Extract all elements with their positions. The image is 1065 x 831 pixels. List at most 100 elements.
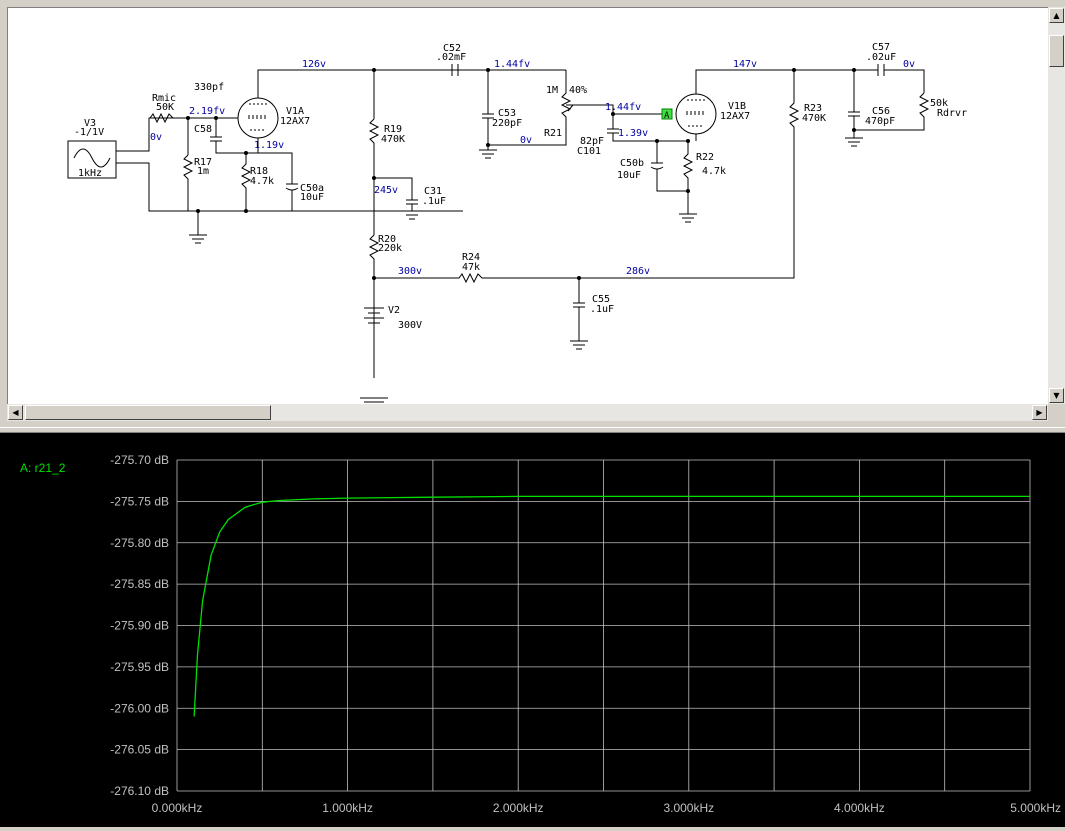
voltage-output: 0v	[903, 59, 915, 70]
voltage-grid-v1b: 1.44fv	[605, 102, 641, 113]
trace-r21-2-line	[193, 495, 1030, 717]
schematic-pane: A V3 -1/1V 1kHz Rmic 50K 330pf C58 R17 1…	[7, 7, 1065, 421]
r22-name: R22	[696, 152, 714, 163]
c52-value: .02mF	[436, 52, 466, 63]
c55-name: C55	[592, 294, 610, 305]
y-tick-label: -276.05 dB	[110, 743, 169, 757]
c57-name: C57	[872, 42, 890, 53]
voltage-cathode-v1a: 1.19v	[254, 140, 284, 151]
r23-value: 470K	[802, 113, 826, 124]
voltage-grid-v1a: 2.19fv	[189, 106, 225, 117]
x-tick-label: 1.000kHz	[322, 801, 373, 815]
c53-value: 220pF	[492, 118, 522, 129]
schematic-vertical-scrollbar[interactable]: ▲ ▼	[1048, 7, 1065, 404]
voltage-v3-out: 0v	[150, 132, 162, 143]
v3-value: -1/1V	[74, 127, 104, 138]
v3-name: V3	[84, 118, 96, 129]
c50a-value: 10uF	[300, 192, 324, 203]
c52-name: C52	[443, 43, 461, 54]
rdrvr-name: Rdrvr	[937, 108, 967, 119]
c31-name: C31	[424, 186, 442, 197]
x-tick-label: 3.000kHz	[663, 801, 714, 815]
c58-name: C58	[194, 124, 212, 135]
schematic-drawing: A V3 -1/1V 1kHz Rmic 50K 330pf C58 R17 1…	[67, 42, 967, 403]
v1b-type: 12AX7	[720, 111, 750, 122]
r20-name: R20	[378, 234, 396, 245]
r21-name: R21	[544, 128, 562, 139]
plot-grid	[176, 459, 1031, 792]
v1a-name: V1A	[286, 106, 304, 117]
r19-name: R19	[384, 124, 402, 135]
y-axis-ticks: -275.70 dB -275.75 dB -275.80 dB -275.85 dB…	[110, 453, 169, 798]
y-tick-label: -275.80 dB	[110, 536, 169, 550]
c50a-name: C50a	[300, 183, 324, 194]
y-tick-label: -276.10 dB	[110, 784, 169, 798]
r20-value: 220k	[378, 243, 402, 254]
voltage-r19-r20: 245v	[374, 185, 398, 196]
schematic-horizontal-scrollbar[interactable]: ◀ ▶	[7, 404, 1048, 421]
c56-name: C56	[872, 106, 890, 117]
rmic-name: Rmic	[152, 93, 176, 104]
c57-value: .02uF	[866, 52, 896, 63]
v3-source-symbol[interactable]	[67, 140, 117, 179]
c50b-name: C50b	[620, 158, 644, 169]
pane-splitter[interactable]	[0, 427, 1065, 433]
vertical-scroll-thumb[interactable]	[1049, 35, 1064, 67]
x-tick-label: 4.000kHz	[834, 801, 885, 815]
x-tick-label: 2.000kHz	[493, 801, 544, 815]
y-tick-label: -275.85 dB	[110, 577, 169, 591]
voltage-plate-v1b: 147v	[733, 59, 757, 70]
r24-value: 47k	[462, 262, 480, 273]
v2-value: 300V	[398, 320, 422, 331]
schematic-canvas[interactable]: A V3 -1/1V 1kHz Rmic 50K 330pf C58 R17 1…	[7, 7, 1049, 405]
rmic-value: 50K	[156, 102, 174, 113]
scroll-left-button[interactable]: ◀	[8, 405, 23, 420]
voltage-c52-out: 1.44fv	[494, 59, 530, 70]
c50b-value: 10uF	[617, 170, 641, 181]
y-tick-label: -275.95 dB	[110, 660, 169, 674]
r21-value: 1M	[546, 85, 558, 96]
v3-freq: 1kHz	[78, 168, 102, 179]
c53-name: C53	[498, 108, 516, 119]
rdrvr-value: 50k	[930, 98, 948, 109]
c55-value: .1uF	[590, 304, 614, 315]
probe-a-marker[interactable]	[661, 108, 673, 120]
c101-name: C101	[577, 146, 601, 157]
r18-value: 4.7k	[250, 176, 274, 187]
r17-value: 1m	[197, 166, 209, 177]
voltage-cathode-v1b: 1.39v	[618, 128, 648, 139]
horizontal-scroll-thumb[interactable]	[25, 405, 271, 420]
voltage-plate-v1a: 126v	[302, 59, 326, 70]
probe-a-label: A	[664, 111, 670, 121]
frequency-response-plot[interactable]: A: r21_2 -275.70 dB-275.75 dB-275.80 dB-…	[0, 433, 1065, 827]
scroll-right-button[interactable]: ▶	[1032, 405, 1047, 420]
trace-label: A: r21_2	[20, 461, 66, 475]
r18-name: R18	[250, 166, 268, 177]
x-tick-label: 0.000kHz	[152, 801, 203, 815]
voltage-supply: 300v	[398, 266, 422, 277]
v1a-type: 12AX7	[280, 116, 310, 127]
c330-value: 330pf	[194, 82, 224, 93]
r22-value: 4.7k	[702, 166, 726, 177]
analysis-plot-pane: A: r21_2 -275.70 dB-275.75 dB-275.80 dB-…	[0, 433, 1065, 827]
voltage-b-plus-2: 286v	[626, 266, 650, 277]
c56-value: 470pF	[865, 116, 895, 127]
r24-name: R24	[462, 252, 480, 263]
voltage-r21-low: 0v	[520, 135, 532, 146]
v2-name: V2	[388, 305, 400, 316]
scroll-up-button[interactable]: ▲	[1049, 8, 1064, 23]
r17-name: R17	[194, 157, 212, 168]
y-tick-label: -276.00 dB	[110, 701, 169, 715]
x-tick-label: 5.000kHz	[1010, 801, 1061, 815]
scrollbar-corner	[1048, 404, 1065, 421]
v1b-name: V1B	[728, 101, 746, 112]
x-axis-ticks: 0.000kHz 1.000kHz 2.000kHz 3.000kHz 4.000kHz…	[152, 801, 1061, 815]
y-tick-label: -275.70 dB	[110, 453, 169, 467]
scroll-down-button[interactable]: ▼	[1049, 388, 1064, 403]
y-tick-label: -275.90 dB	[110, 619, 169, 633]
y-tick-label: -275.75 dB	[110, 494, 169, 508]
r21-wiper: 40%	[569, 85, 587, 96]
r19-value: 470K	[381, 134, 405, 145]
c101-value: 82pF	[580, 136, 604, 147]
